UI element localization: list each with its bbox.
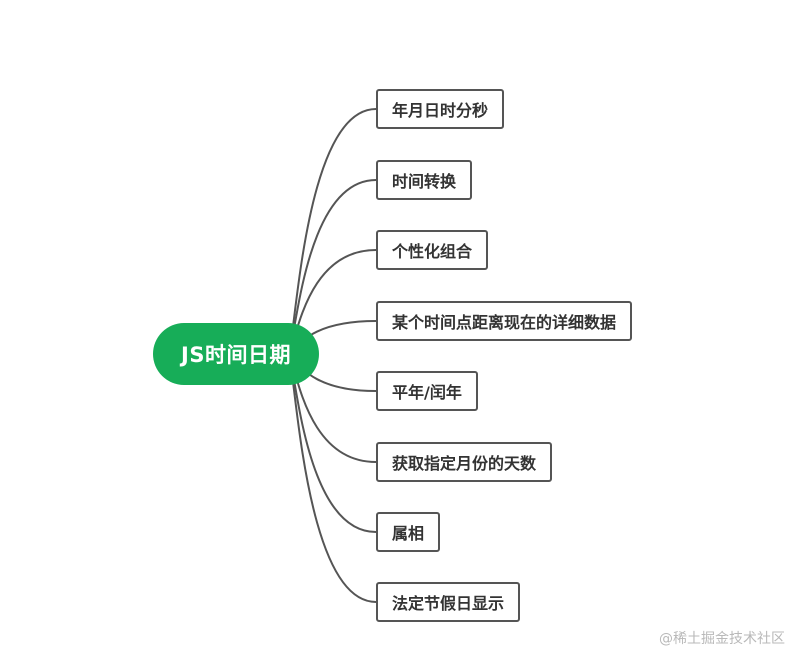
branch-node-datetime-parts[interactable]: 年月日时分秒 [376, 89, 505, 129]
branch-label: 属相 [392, 524, 425, 543]
branch-node-time-distance[interactable]: 某个时间点距离现在的详细数据 [376, 301, 633, 341]
branch-label: 某个时间点距离现在的详细数据 [392, 313, 617, 332]
branch-label: 法定节假日显示 [392, 594, 505, 613]
branch-node-zodiac[interactable]: 属相 [376, 512, 441, 552]
branch-node-leap-year[interactable]: 平年/闰年 [376, 371, 478, 411]
connector-line [288, 108, 377, 355]
branch-node-holidays[interactable]: 法定节假日显示 [376, 582, 521, 622]
branch-label: 获取指定月份的天数 [392, 454, 537, 473]
root-label: JS时间日期 [181, 343, 291, 367]
watermark: @稀土掘金技术社区 [659, 628, 785, 648]
branch-node-time-conversion[interactable]: 时间转换 [376, 160, 473, 200]
branch-node-days-in-month[interactable]: 获取指定月份的天数 [376, 442, 553, 482]
branch-node-custom-format[interactable]: 个性化组合 [376, 230, 489, 270]
branch-label: 个性化组合 [392, 242, 473, 261]
branch-label: 时间转换 [392, 172, 457, 191]
watermark-text: @稀土掘金技术社区 [659, 631, 785, 647]
branch-label: 年月日时分秒 [392, 101, 489, 120]
root-node[interactable]: JS时间日期 [153, 323, 319, 385]
branch-label: 平年/闰年 [392, 383, 462, 402]
